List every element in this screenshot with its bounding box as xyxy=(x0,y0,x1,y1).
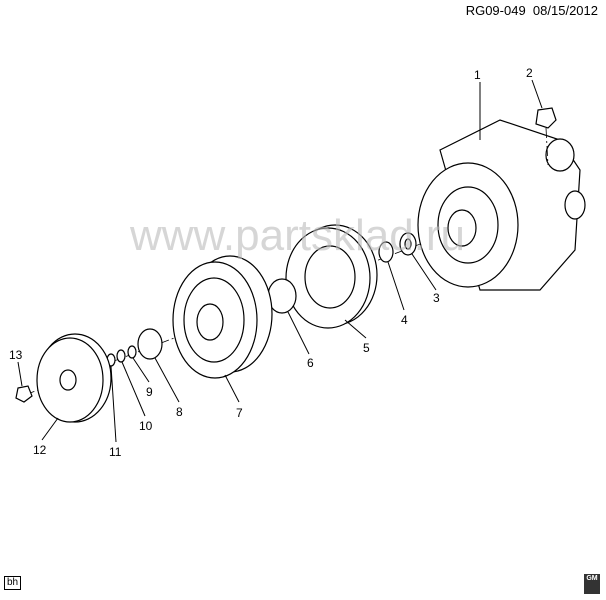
callout-7: 7 xyxy=(236,406,243,420)
leader-lines xyxy=(17,79,543,443)
part-4-snap-ring[interactable] xyxy=(378,241,394,263)
callout-8: 8 xyxy=(176,405,183,419)
callout-4: 4 xyxy=(401,313,408,327)
callout-9: 9 xyxy=(146,385,153,399)
part-1-compressor[interactable] xyxy=(417,119,586,291)
callout-13: 13 xyxy=(9,348,23,362)
diagram-date: 08/15/2012 xyxy=(532,3,598,18)
callout-6: 6 xyxy=(307,356,314,370)
part-5-coil[interactable] xyxy=(285,224,378,329)
callout-1: 1 xyxy=(474,68,481,82)
diagram-id: RG09-049 xyxy=(465,3,526,18)
part-13-bolt[interactable] xyxy=(15,385,33,403)
gm-logo: GM xyxy=(584,574,600,594)
watermark: www.partsklad.ru xyxy=(129,211,465,260)
part-7-pulley[interactable] xyxy=(172,255,273,379)
part-12-clutch-hub[interactable] xyxy=(36,333,112,423)
author-initials: bh xyxy=(4,576,22,590)
part-2-nut[interactable] xyxy=(535,107,557,166)
callout-3: 3 xyxy=(433,291,440,305)
diagram-header: RG09-049 08/15/2012 xyxy=(466,3,598,18)
callout-2: 2 xyxy=(526,66,533,80)
part-3-washer-hole xyxy=(404,238,412,250)
callout-12: 12 xyxy=(33,443,47,457)
callout-5: 5 xyxy=(363,341,370,355)
callout-10: 10 xyxy=(139,419,153,433)
part-9-shim[interactable] xyxy=(127,345,137,359)
callout-11: 11 xyxy=(109,445,122,459)
callout-numbers: 1 2 3 4 5 6 7 8 9 10 11 12 13 xyxy=(9,66,533,459)
part-10-shim[interactable] xyxy=(116,349,126,363)
part-8-snap-ring[interactable] xyxy=(137,328,163,360)
